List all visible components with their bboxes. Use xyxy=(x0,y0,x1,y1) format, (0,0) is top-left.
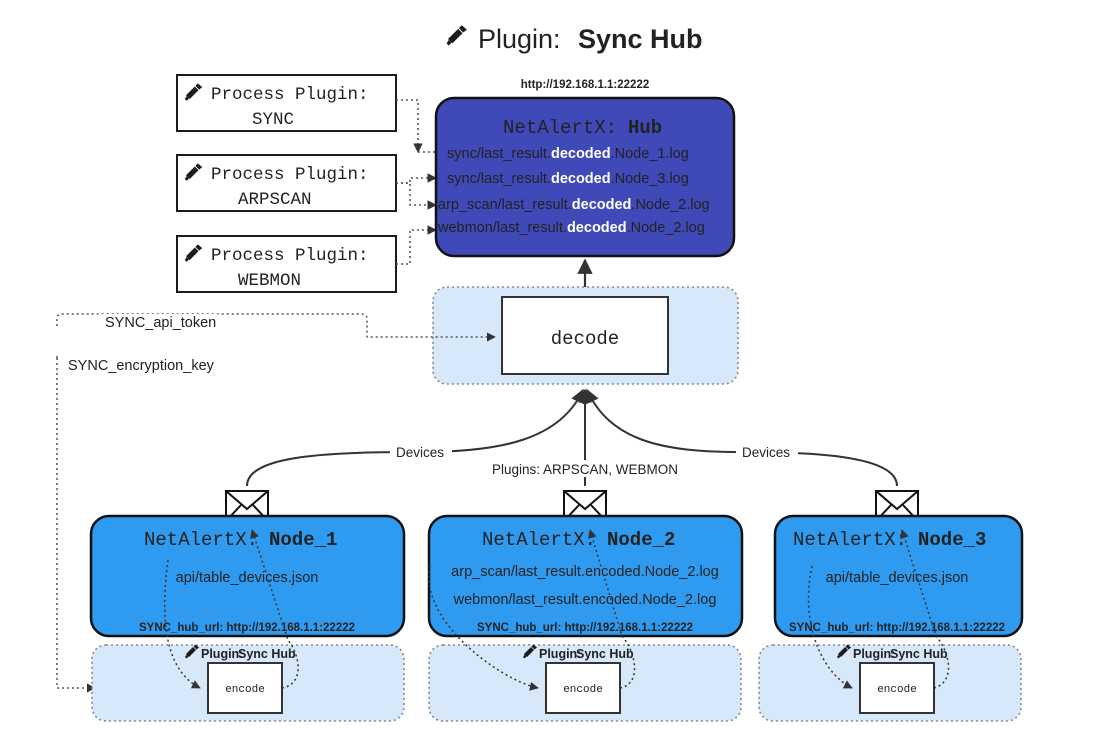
hub-heading-prefix: NetAlertX: xyxy=(503,117,617,139)
edge-label-group: Devices Devices Plugins: ARPSCAN, WEBMON xyxy=(390,443,798,477)
hub-box[interactable]: NetAlertX: Hub sync/last_result.decoded.… xyxy=(434,96,736,258)
process-plugin-name: WEBMON xyxy=(238,271,301,291)
process-plugin-label: Process Plugin: xyxy=(211,246,369,266)
edge-label-plugins-mid: Plugins: ARPSCAN, WEBMON xyxy=(492,462,678,477)
node-log-line: api/table_devices.json xyxy=(176,570,319,586)
node-log-line: api/table_devices.json xyxy=(826,570,969,586)
node-heading-name: Node_1 xyxy=(269,529,337,551)
node-footer: SYNC_hub_url: http://192.168.1.1:22222 xyxy=(477,622,693,634)
encode-plugin-prefix: Plugin: xyxy=(853,647,895,661)
encode-plugin-name: Sync Hub xyxy=(238,647,296,661)
process-plugin-sync[interactable]: Process Plugin: SYNC xyxy=(176,74,397,132)
node-footer: SYNC_hub_url: http://192.168.1.1:22222 xyxy=(139,622,355,634)
decode-container: decode xyxy=(432,286,739,385)
node-box-node-2[interactable]: NetAlertX: Node_2 arp_scan/last_result.e… xyxy=(427,514,744,638)
process-plugin-arpscan[interactable]: Process Plugin: ARPSCAN xyxy=(176,154,397,212)
hub-url-label: http://192.168.1.1:22222 xyxy=(521,79,650,91)
encode-plugin-prefix: Plugin: xyxy=(201,647,243,661)
node-box-node-3[interactable]: NetAlertX: Node_3 api/table_devices.json… xyxy=(773,514,1024,638)
node-heading-prefix: NetAlertX: xyxy=(144,529,258,551)
process-plugin-name: ARPSCAN xyxy=(238,190,312,210)
hub-heading-name: Hub xyxy=(628,117,662,139)
encode-plugin-prefix: Plugin: xyxy=(539,647,581,661)
encode-container-node-2: Plugin: Sync Hub encode xyxy=(428,644,742,722)
node-log-line: webmon/last_result.encoded.Node_2.log xyxy=(453,592,717,608)
process-plugin-label: Process Plugin: xyxy=(211,85,369,105)
page-title-name: Sync Hub xyxy=(578,24,703,54)
encode-plugin-name: Sync Hub xyxy=(576,647,634,661)
hub-log-line: arp_scan/last_result.decoded.Node_2.log xyxy=(438,197,710,213)
encode-box-label: encode xyxy=(563,684,603,696)
encode-box-label: encode xyxy=(225,684,265,696)
hub-log-line: sync/last_result.decoded.Node_3.log xyxy=(447,171,689,187)
encode-box[interactable] xyxy=(545,662,621,714)
node-encode-connectors xyxy=(163,529,950,691)
decode-box[interactable] xyxy=(501,296,669,375)
node-heading-prefix: NetAlertX: xyxy=(482,529,596,551)
node-box-node-1[interactable]: NetAlertX: Node_1 api/table_devices.json… xyxy=(89,514,406,638)
hub-log-line: sync/last_result.decoded.Node_1.log xyxy=(447,146,689,162)
page-title-prefix: Plugin: xyxy=(478,24,561,54)
plugin-to-hub-connectors xyxy=(396,99,437,265)
node-heading-name: Node_3 xyxy=(918,529,986,551)
encode-container-node-1: Plugin: Sync Hub encode xyxy=(91,644,405,722)
settings-connectors xyxy=(56,313,496,693)
node-log-line: arp_scan/last_result.encoded.Node_2.log xyxy=(451,564,719,580)
encode-box[interactable] xyxy=(207,662,283,714)
setting-label-api-token: SYNC_api_token xyxy=(105,315,216,331)
page-title: Plugin: Sync Hub xyxy=(446,24,703,54)
encode-plugin-name: Sync Hub xyxy=(890,647,948,661)
decode-box-label: decode xyxy=(551,328,619,350)
plug-icon xyxy=(446,25,467,46)
node-heading-name: Node_2 xyxy=(607,529,675,551)
node-heading-prefix: NetAlertX: xyxy=(793,529,907,551)
hub-log-line: webmon/last_result.decoded.Node_2.log xyxy=(437,220,705,236)
encode-container-node-3: Plugin: Sync Hub encode xyxy=(758,644,1022,722)
settings-labels: SYNC_api_token SYNC_encryption_key xyxy=(62,314,222,374)
node-footer: SYNC_hub_url: http://192.168.1.1:22222 xyxy=(789,622,1005,634)
process-plugin-webmon[interactable]: Process Plugin: WEBMON xyxy=(176,235,397,293)
process-plugin-name: SYNC xyxy=(252,110,294,130)
process-plugin-label: Process Plugin: xyxy=(211,165,369,185)
encode-box-label: encode xyxy=(877,684,917,696)
edge-label-devices-right: Devices xyxy=(742,445,790,460)
setting-label-encryption-key: SYNC_encryption_key xyxy=(68,358,215,374)
edge-label-devices-left: Devices xyxy=(396,445,444,460)
encode-box[interactable] xyxy=(859,662,935,714)
